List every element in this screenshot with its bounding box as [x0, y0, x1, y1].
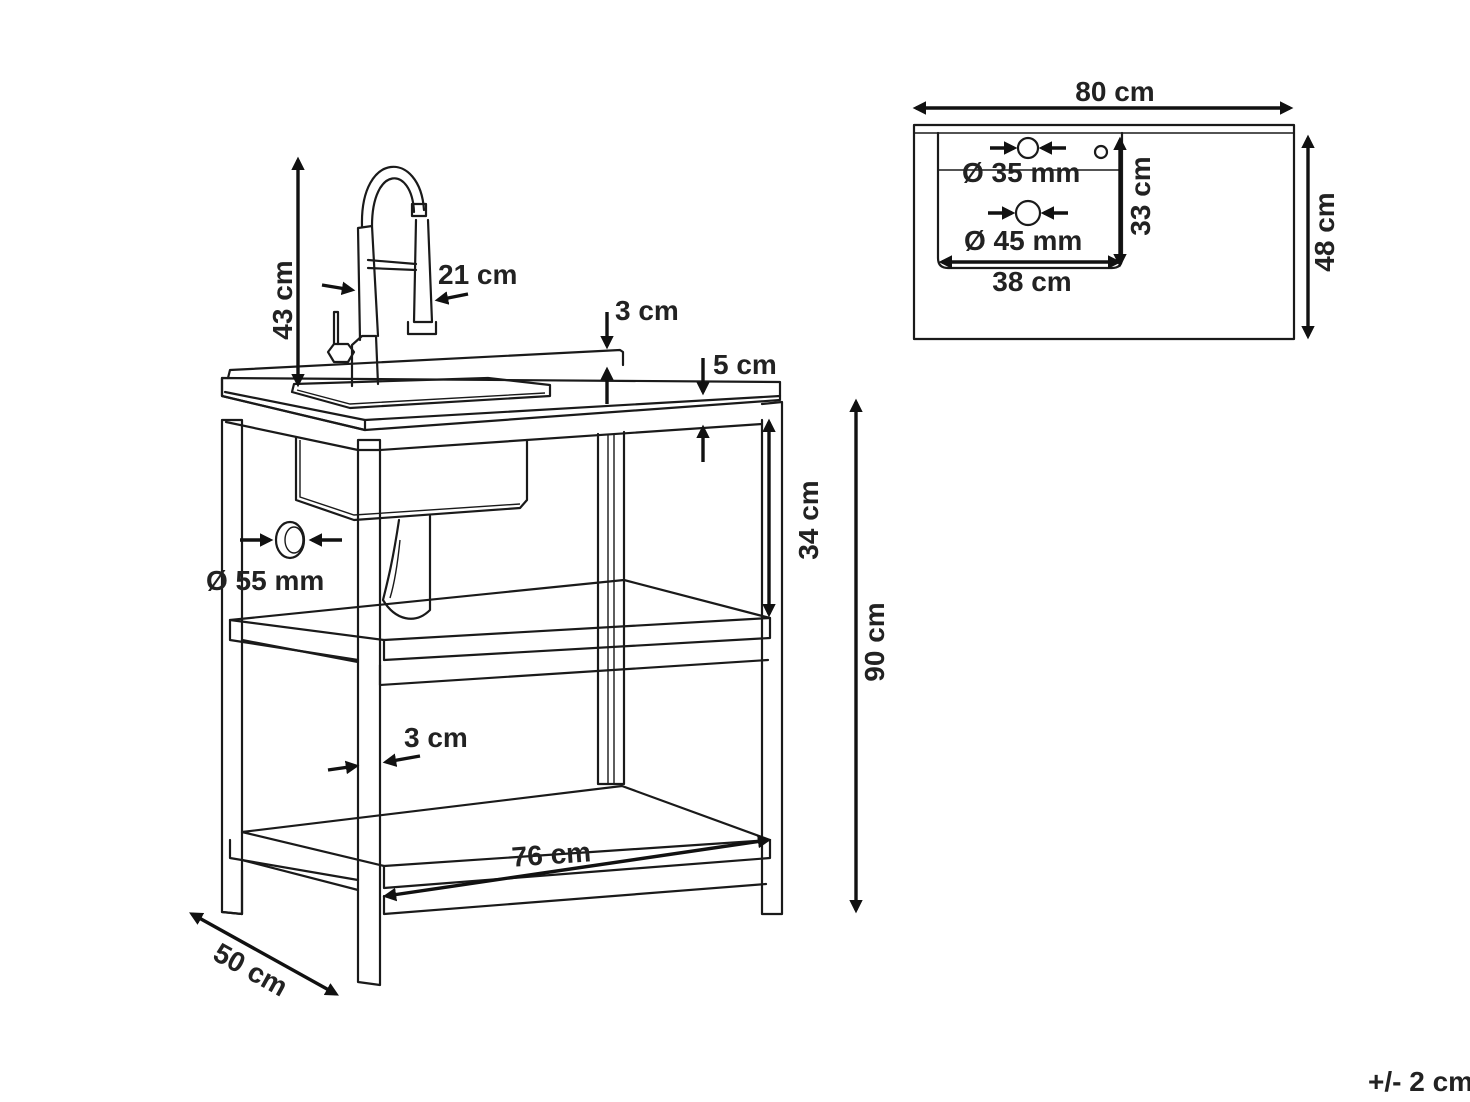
drain-hole: [274, 520, 306, 560]
total-height-label: 90 cm: [859, 602, 890, 681]
top-view-dimension-arrows: [912, 101, 1315, 340]
sink-bowl: [294, 436, 529, 522]
leg-arrow-right: [382, 753, 421, 767]
faucet-hole-label: Ø 35 mm: [962, 157, 1080, 188]
drain-diameter-label: Ø 55 mm: [206, 565, 324, 596]
front-right-leg: [760, 400, 784, 916]
backsplash: [226, 348, 625, 380]
tolerance-note: +/- 2 cm: [1368, 1066, 1470, 1097]
drain-hole-label: Ø 45 mm: [964, 225, 1082, 256]
faucet-height-label: 43 cm: [267, 260, 298, 339]
faucet-hole: [1016, 136, 1040, 160]
leg-arrow-left: [327, 760, 360, 775]
faucet-diameter-arrow-left: [321, 281, 356, 296]
faucet: [326, 165, 438, 388]
back-left-leg: [220, 418, 244, 916]
main-dimension-arrows: [189, 156, 863, 996]
leg-width-label: 3 cm: [404, 722, 468, 753]
width-label: 80 cm: [1075, 76, 1154, 107]
inner-width-label: 76 cm: [511, 836, 592, 872]
front-left-leg: [356, 438, 382, 987]
basin-depth-label: 33 cm: [1125, 156, 1156, 235]
drain-hole-top: [1014, 199, 1042, 227]
backsplash-height-label: 3 cm: [615, 295, 679, 326]
countertop: [220, 376, 782, 432]
overflow-hole: [1093, 144, 1109, 160]
countertop-thickness-label: 5 cm: [713, 349, 777, 380]
sink-opening: [290, 376, 552, 410]
main-dimension-labels: 43 cm 21 cm 3 cm 5 cm 34 cm 90 cm Ø 55 m…: [206, 259, 890, 1002]
top-view-labels: 80 cm 48 cm Ø 35 mm Ø 45 mm 33 cm 38 cm: [962, 76, 1340, 297]
shelf-clearance-label: 34 cm: [793, 480, 824, 559]
faucet-diameter-arrow-right: [434, 291, 469, 305]
basin-width-label: 38 cm: [992, 266, 1071, 297]
faucet-diameter-label: 21 cm: [438, 259, 517, 290]
depth-arrow: [189, 912, 339, 996]
back-middle-leg: [596, 430, 626, 786]
top-view-outline: [912, 123, 1296, 341]
drain-pipe: [381, 514, 432, 620]
inner-width-arrow: [382, 834, 772, 902]
top-depth-label: 48 cm: [1309, 192, 1340, 271]
bottom-shelf: [240, 784, 772, 868]
